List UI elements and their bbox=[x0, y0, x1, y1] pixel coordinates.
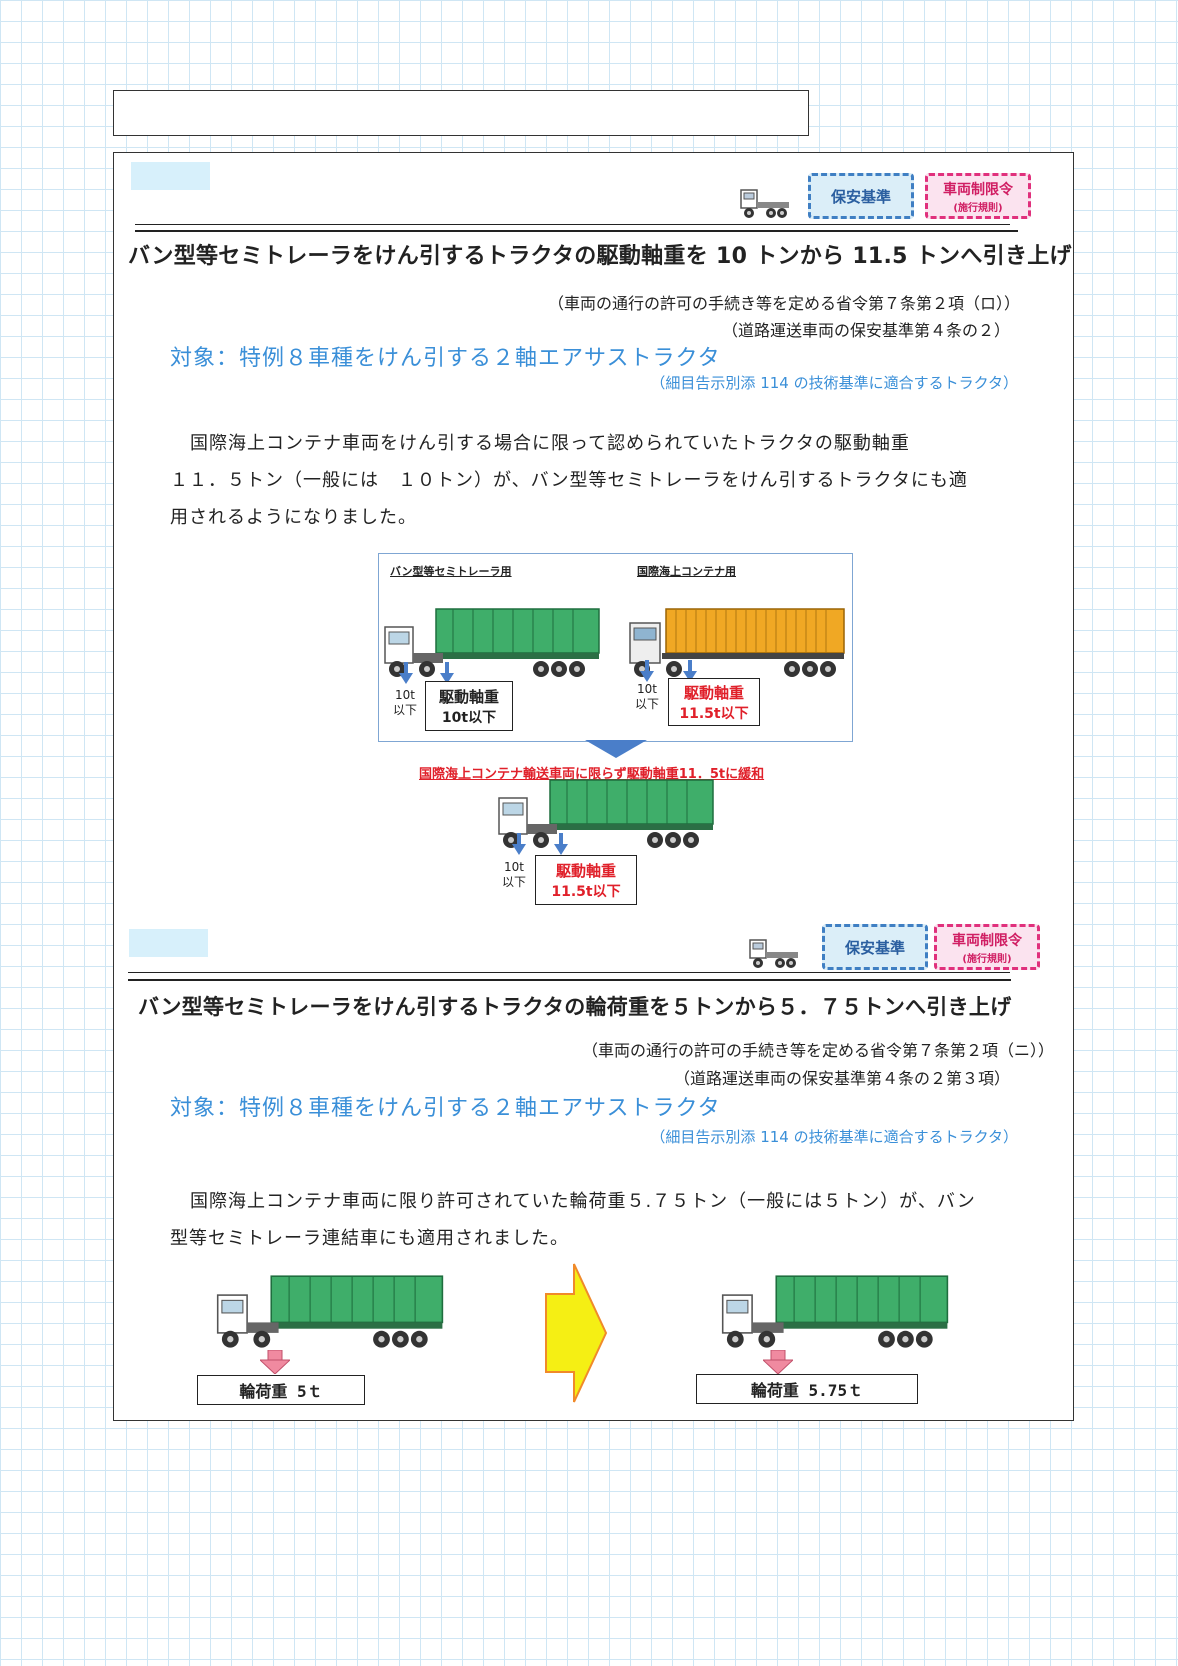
steer-axle-weight: 10t bbox=[395, 688, 415, 702]
vehicle-restriction-sublabel: (施行規則) bbox=[953, 203, 1003, 214]
vehicle-restriction-label: 車両制限令 bbox=[952, 933, 1022, 949]
drive-axle-box-result: 駆動軸重 11.5t以下 bbox=[535, 855, 637, 905]
after-van-truck-image bbox=[701, 1272, 967, 1356]
steer-axle-weight-label: 10t 以下 bbox=[388, 688, 422, 718]
tractor-icon bbox=[739, 188, 791, 220]
drive-axle-value-right: 11.5t以下 bbox=[679, 706, 749, 722]
section1-target-note: （細目告示別添 114 の技術基準に適合するトラクタ） bbox=[650, 374, 1018, 392]
drive-axle-value-left: 10t以下 bbox=[441, 710, 497, 726]
section1-body-line3: 用されるようになりました。 bbox=[170, 507, 417, 528]
steer-axle-below: 以下 bbox=[634, 697, 659, 711]
van-semitrailer-truck-image bbox=[380, 605, 602, 685]
section2-reference-2: （道路運送車両の保安基準第４条の２第３項） bbox=[673, 1069, 1010, 1088]
section2-target: 対象：特例８車種をけん引する２軸エアサストラクタ bbox=[170, 1096, 721, 1121]
vehicle-restriction-sublabel: (施行規則) bbox=[962, 954, 1012, 965]
drive-axle-box-left: 駆動軸重 10t以下 bbox=[425, 681, 513, 731]
van-semitrailer-caption: バン型等セミトレーラ用 bbox=[390, 565, 512, 578]
container-caption: 国際海上コンテナ用 bbox=[637, 565, 736, 578]
steer-axle-arrow-icon bbox=[399, 662, 413, 684]
steer-axle-weight: 10t bbox=[504, 860, 524, 874]
container-truck-image bbox=[625, 605, 847, 685]
steer-axle-arrow-icon bbox=[512, 833, 526, 855]
after-wheel-load-box: 輪荷重 5.75ｔ bbox=[696, 1374, 918, 1404]
section1-reference-1: （車両の通行の許可の手続き等を定める省令第７条第２項（ロ）） bbox=[547, 294, 1020, 313]
after-wheel-load-arrow-icon bbox=[763, 1350, 793, 1374]
drive-axle-box-right: 駆動軸重 11.5t以下 bbox=[668, 678, 760, 726]
section1-tag bbox=[131, 162, 210, 190]
section2-target-note: （細目告示別添 114 の技術基準に適合するトラクタ） bbox=[650, 1128, 1018, 1146]
section1-title: バン型等セミトレーラをけん引するトラクタの駆動軸重を 10 トンから 11.5 … bbox=[128, 244, 1072, 269]
steer-axle-weight-label: 10t 以下 bbox=[497, 860, 531, 890]
section1-body: 国際海上コンテナ車両をけん引する場合に限って認められていたトラクタの駆動軸重 １… bbox=[170, 425, 1030, 536]
vehicle-restriction-badge: 車両制限令 (施行規則) bbox=[925, 173, 1031, 219]
vehicle-restriction-badge: 車両制限令 (施行規則) bbox=[934, 924, 1040, 970]
drive-axle-label: 駆動軸重 bbox=[438, 688, 499, 706]
section2-body-line2: 型等セミトレーラ連結車にも適用されました。 bbox=[170, 1228, 569, 1249]
before-wheel-load-box: 輪荷重 5ｔ bbox=[197, 1375, 365, 1405]
top-title-box bbox=[113, 90, 809, 136]
relaxation-caption: 国際海上コンテナ輸送車両に限らず駆動軸重11．5tに緩和 bbox=[419, 767, 765, 782]
steer-axle-below: 以下 bbox=[501, 875, 526, 889]
down-arrow-icon bbox=[585, 740, 647, 758]
steer-axle-weight-label: 10t 以下 bbox=[630, 682, 664, 712]
section1-reference-2: （道路運送車両の保安基準第４条の２） bbox=[721, 321, 1010, 340]
section2-body-line1: 国際海上コンテナ車両に限り許可されていた輪荷重５.７５トン（一般には５トン）が、… bbox=[190, 1191, 976, 1212]
tractor-icon bbox=[748, 938, 800, 970]
safety-standard-badge: 保安基準 bbox=[808, 173, 914, 219]
before-van-truck-image bbox=[196, 1272, 462, 1356]
safety-standard-label: 保安基準 bbox=[830, 187, 891, 206]
section2-reference-1: （車両の通行の許可の手続き等を定める省令第７条第２項（ニ）） bbox=[581, 1041, 1054, 1060]
relaxed-van-truck-image bbox=[494, 776, 716, 856]
section1-divider-top bbox=[135, 224, 1010, 225]
section2-body: 国際海上コンテナ車両に限り許可されていた輪荷重５.７５トン（一般には５トン）が、… bbox=[170, 1183, 1030, 1257]
section1-body-line1: 国際海上コンテナ車両をけん引する場合に限って認められていたトラクタの駆動軸重 bbox=[190, 433, 910, 454]
section1-target: 対象：特例８車種をけん引する２軸エアサストラクタ bbox=[170, 346, 721, 371]
section1-body-line2: １１．５トン（一般には １０トン）が、バン型等セミトレーラをけん引するトラクタに… bbox=[170, 470, 968, 491]
safety-standard-label: 保安基準 bbox=[844, 938, 905, 957]
before-wheel-load-arrow-icon bbox=[260, 1350, 290, 1374]
safety-standard-badge: 保安基準 bbox=[822, 924, 928, 970]
section2-title: バン型等セミトレーラをけん引するトラクタの輪荷重を５トンから５．７５トンへ引き上… bbox=[138, 995, 1012, 1019]
steer-axle-weight: 10t bbox=[637, 682, 657, 696]
steer-axle-below: 以下 bbox=[392, 703, 417, 717]
steer-axle-arrow-icon bbox=[640, 660, 654, 682]
drive-axle-value-result: 11.5t以下 bbox=[551, 884, 621, 900]
drive-axle-arrow-icon bbox=[554, 833, 568, 855]
vehicle-restriction-label: 車両制限令 bbox=[943, 182, 1013, 198]
section2-divider-bottom bbox=[128, 979, 1011, 981]
section2-divider-top bbox=[128, 972, 1010, 973]
drive-axle-label: 駆動軸重 bbox=[683, 684, 744, 702]
drive-axle-label: 駆動軸重 bbox=[555, 862, 616, 880]
right-arrow-icon bbox=[545, 1263, 608, 1403]
section1-divider-bottom bbox=[135, 230, 1018, 232]
section2-tag bbox=[129, 929, 208, 957]
